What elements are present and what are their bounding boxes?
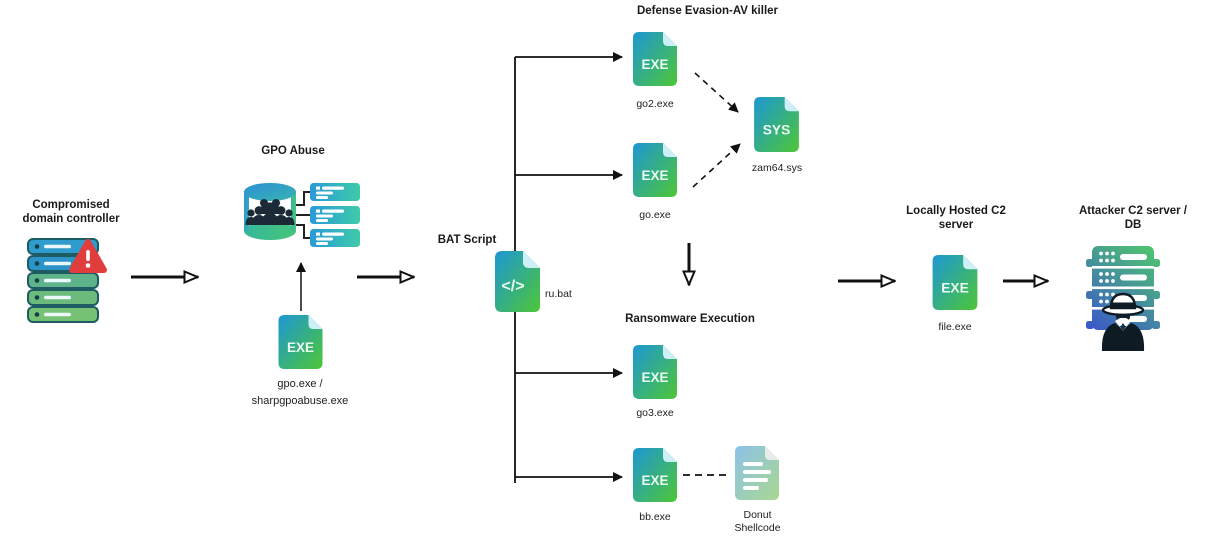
shellcode-doc-icon xyxy=(734,445,780,501)
gpo-title: GPO Abuse xyxy=(261,145,325,157)
go2-exe-label: go2.exe xyxy=(636,98,674,110)
svg-text:SYS: SYS xyxy=(763,123,790,138)
go2-exe-file-icon: EXE xyxy=(632,31,678,87)
dashed-go2-to-sys xyxy=(694,72,739,113)
bat-file-label: ru.bat xyxy=(545,288,572,300)
server-stack-icon xyxy=(27,238,107,324)
go-exe-file-icon: EXE xyxy=(632,142,678,198)
go-exe-label: go.exe xyxy=(639,209,671,221)
file-exe-file-icon: EXE xyxy=(931,254,979,311)
local-c2-title: Locally Hosted C2 server xyxy=(906,205,1006,231)
dc-title: Compromised domain controller xyxy=(22,199,120,225)
policy-list-icon xyxy=(310,183,360,247)
warning-triangle-icon xyxy=(69,239,107,273)
svg-text:EXE: EXE xyxy=(941,281,968,296)
shellcode-label: Donut Shellcode xyxy=(734,509,781,534)
svg-text:EXE: EXE xyxy=(641,168,668,183)
attacker-c2-title: Attacker C2 server / DB xyxy=(1078,205,1188,231)
sys-file-icon: SYS xyxy=(753,96,800,153)
go3-exe-label: go3.exe xyxy=(636,407,674,419)
file-exe-label: file.exe xyxy=(938,321,972,333)
bat-title: BAT Script xyxy=(437,234,497,246)
spy-icon xyxy=(1101,292,1145,351)
gpo-exe-file-icon: EXE xyxy=(277,314,324,370)
gpo-exe-label: gpo.exe / sharpgpoabuse.exe xyxy=(251,378,349,407)
people-group-icon xyxy=(245,199,295,225)
sys-file-label: zam64.sys xyxy=(751,162,803,174)
go3-exe-file-icon: EXE xyxy=(632,344,678,400)
gpo-abuse-icon xyxy=(242,181,362,251)
attacker-server-spy-icon xyxy=(1086,239,1160,351)
code-glyph: </> xyxy=(501,278,524,295)
ransomware-title: Ransomware Execution xyxy=(625,313,755,325)
defense-evasion-title: Defense Evasion-AV killer xyxy=(636,5,779,17)
svg-text:EXE: EXE xyxy=(641,57,668,72)
svg-text:EXE: EXE xyxy=(641,473,668,488)
bb-exe-label: bb.exe xyxy=(639,511,671,523)
bat-file-icon: </> xyxy=(487,250,541,313)
svg-text:EXE: EXE xyxy=(287,340,314,355)
bb-exe-file-icon: EXE xyxy=(632,447,678,503)
svg-text:EXE: EXE xyxy=(641,370,668,385)
